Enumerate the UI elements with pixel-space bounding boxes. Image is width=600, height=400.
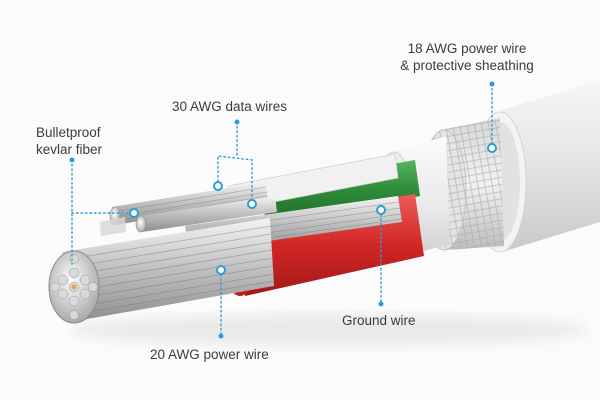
label-kevlar-line2: kevlar fiber (36, 142, 103, 157)
label-20awg-power: 20 AWG power wire (150, 347, 269, 362)
callout-dots (69, 81, 497, 339)
label-ground-wire: Ground wire (342, 313, 416, 328)
label-kevlar: Bulletproof kevlar fiber (36, 124, 102, 158)
cable-shadow (70, 314, 590, 346)
data-wire-strands (100, 182, 277, 236)
power-wire-strands (48, 218, 275, 324)
label-18awg-power: 18 AWG power wire & protective sheathing (382, 40, 552, 74)
kevlar-core (71, 284, 77, 290)
callout-lines (71, 83, 493, 337)
label-kevlar-line1: Bulletproof (36, 125, 101, 140)
label-18awg-power-line1: 18 AWG power wire (407, 41, 527, 56)
label-30awg-data: 30 AWG data wires (172, 99, 288, 114)
label-18awg-power-line2: & protective sheathing (400, 58, 534, 73)
